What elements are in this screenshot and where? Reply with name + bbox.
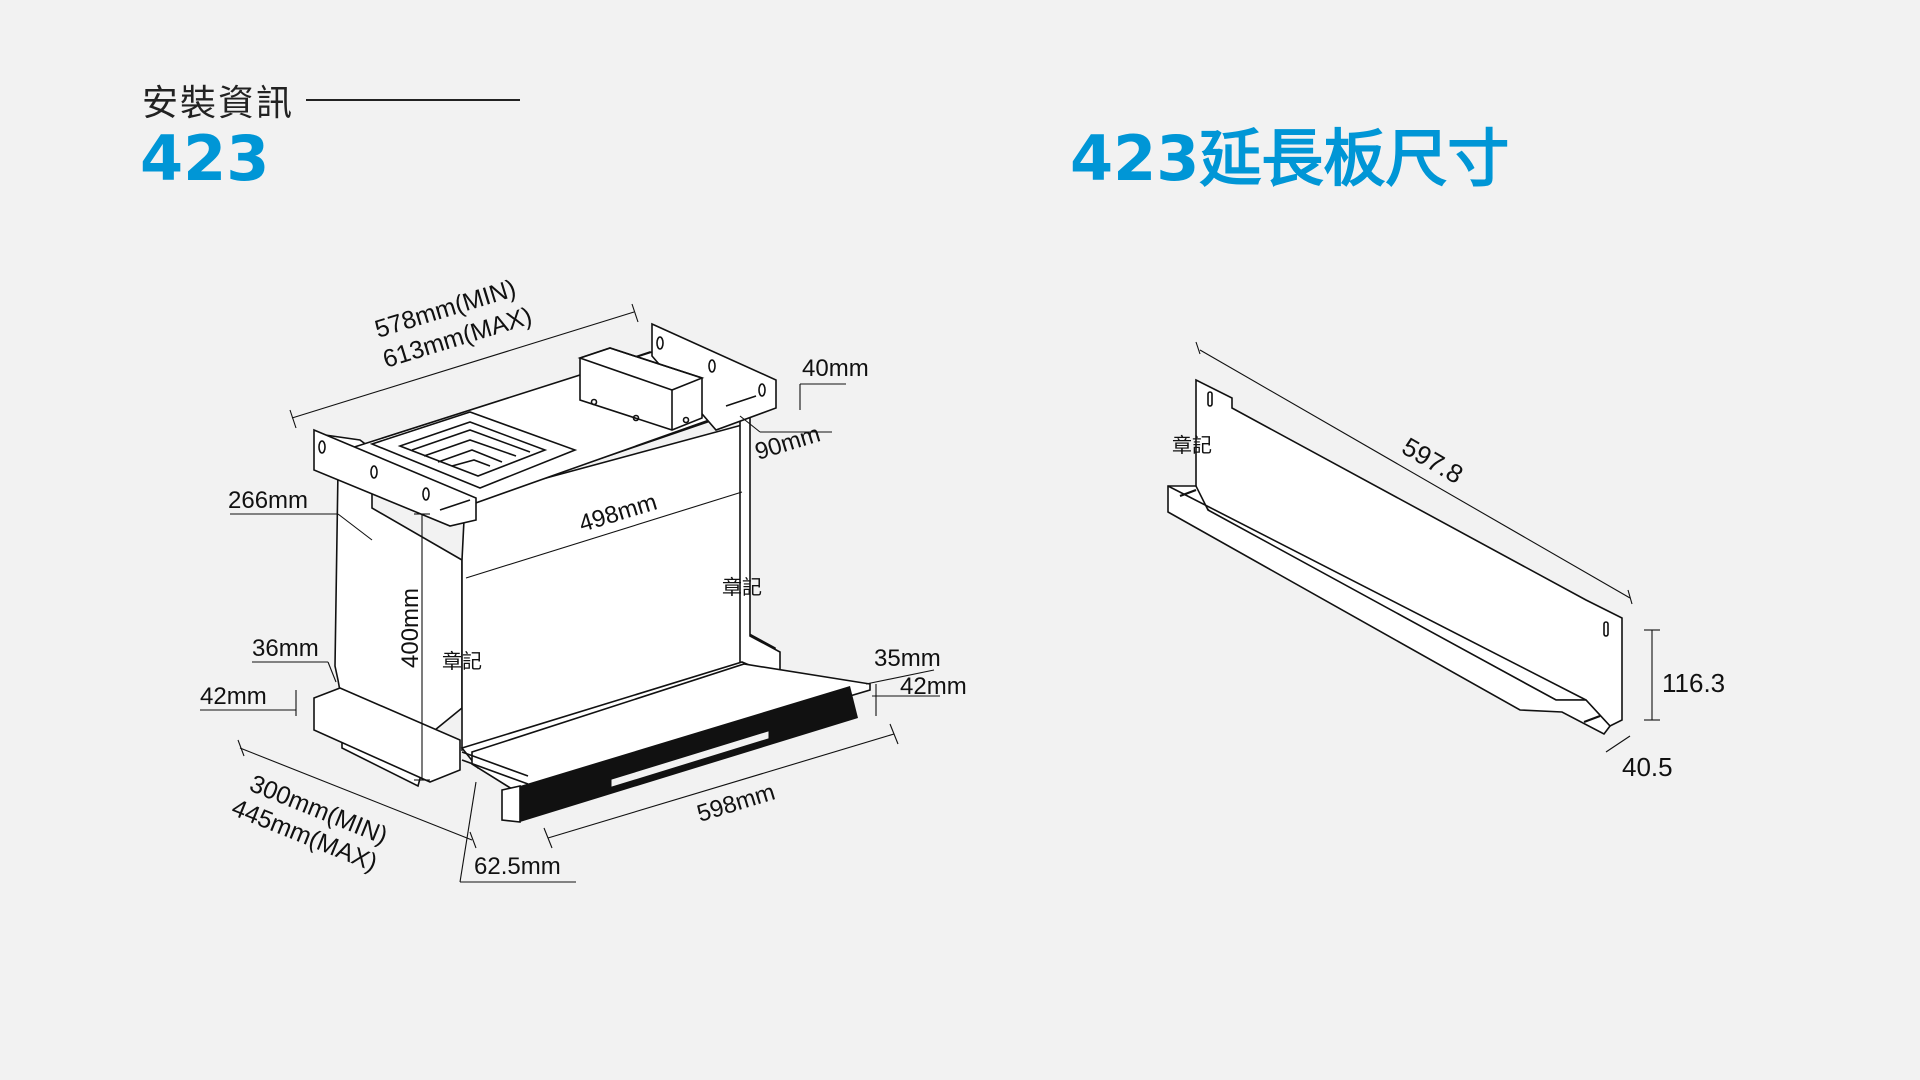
slide-panel-end [501, 785, 521, 823]
dim-line-62 [459, 781, 477, 883]
label-front-offset: 62.5mm [474, 853, 561, 880]
extension-plate-fold [1167, 485, 1587, 701]
stamp-label: 章記 [442, 650, 482, 673]
motor-box-screw [682, 416, 690, 424]
dim-ext [469, 831, 477, 849]
dim-ext [289, 409, 297, 429]
stamp-label: 章記 [722, 576, 762, 599]
motor-box-top [577, 347, 705, 391]
bracket-hole [422, 487, 430, 501]
ext-dim-length [1199, 349, 1631, 599]
hood-right-bracket [651, 322, 777, 431]
bracket-hole [370, 465, 378, 479]
hood-diagram: 578mm(MIN) 613mm(MAX) 40mm 90mm 266mm 49… [200, 274, 967, 883]
motor-box-screw [590, 398, 598, 406]
slide-rail [461, 751, 529, 777]
dim-ext [543, 827, 553, 849]
model-title: 423 [140, 122, 270, 195]
slide-panel-handle [611, 731, 769, 787]
label-panel-thickness: 35mm [874, 645, 941, 672]
section-rule [306, 99, 521, 101]
extension-title: 423延長板尺寸 [1070, 122, 1510, 195]
hood-bottom-lip [313, 687, 461, 783]
dim-line-width [291, 311, 635, 419]
label-front-width: 598mm [694, 779, 778, 828]
extension-plate-diagram: 597.8 116.3 40.5 章記 [1167, 341, 1725, 782]
dim-line-266 [337, 513, 373, 541]
label-height: 400mm [397, 588, 424, 668]
extension-slot [1603, 621, 1609, 637]
motor-box-screw [632, 414, 640, 422]
dim-ext [631, 303, 639, 323]
slide-rail [461, 759, 529, 785]
section-label-text: 安裝資訊 [142, 83, 295, 124]
section-label: 安裝資訊 [142, 74, 521, 126]
bracket-slot [439, 499, 471, 511]
bracket-hole [656, 336, 664, 350]
extension-slot [1583, 714, 1601, 724]
hood-left-bracket [313, 428, 477, 527]
ext-label-length: 597.8 [1397, 431, 1468, 490]
dim-line-depth [239, 747, 473, 841]
ext-label-height: 116.3 [1662, 668, 1725, 698]
bracket-hole [708, 359, 716, 373]
dim-line-35 [865, 669, 935, 685]
dim-line-598 [547, 733, 895, 839]
ext-dim-ext [1627, 589, 1633, 605]
extension-slot [1207, 391, 1213, 407]
bracket-hole [758, 383, 766, 397]
ext-dim-depth [1605, 735, 1631, 753]
extension-plate-flange [1167, 485, 1612, 736]
extension-slot [1179, 488, 1197, 498]
dim-line-36 [327, 661, 337, 683]
slide-panel-front [520, 686, 858, 822]
hood-vent-fins [411, 429, 531, 467]
ext-stamp-label: 章記 [1172, 434, 1212, 457]
label-lip-height: 42mm [200, 683, 267, 710]
label-depth: 266mm [228, 487, 308, 514]
dim-line-90 [739, 415, 761, 433]
bracket-slot [725, 395, 757, 407]
label-lip: 36mm [252, 635, 319, 662]
dim-line-498 [465, 491, 743, 579]
label-top-offset: 40mm [802, 355, 869, 382]
dim-ext [889, 723, 899, 745]
ext-dim-ext [1195, 341, 1201, 355]
label-side-offset: 90mm [752, 420, 824, 465]
bracket-hole [318, 440, 326, 454]
dim-ext [237, 739, 245, 757]
label-panel-height: 42mm [900, 673, 967, 700]
ext-label-depth: 40.5 [1622, 752, 1673, 782]
